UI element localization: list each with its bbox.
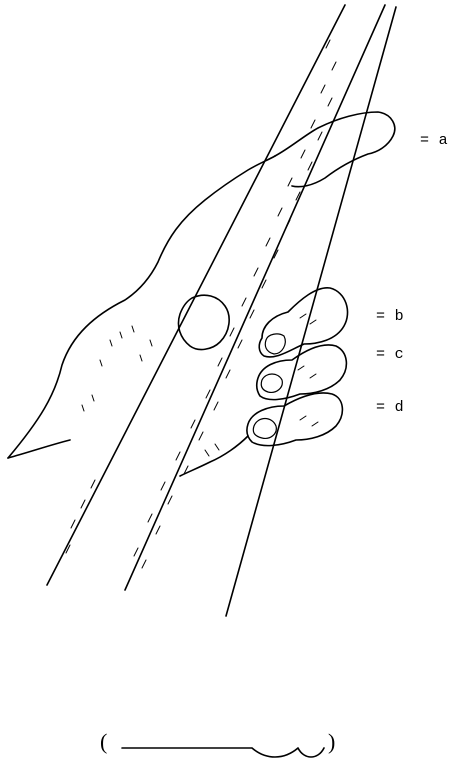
rod-right-edge [125, 5, 385, 590]
hand-outline [8, 156, 275, 458]
fingernail-d [253, 419, 276, 439]
bottom-notation: ( ) [0, 730, 462, 760]
finger-a [275, 112, 395, 187]
label-a: = a [420, 133, 448, 149]
label-d: = d [376, 400, 404, 416]
fingernail-c [261, 374, 282, 392]
close-parenthesis: ) [328, 730, 335, 754]
label-b: = b [376, 309, 404, 325]
open-parenthesis: ( [100, 730, 107, 754]
string-line [226, 7, 396, 616]
hand-lower-contour [8, 436, 248, 476]
label-c: = c [376, 347, 404, 363]
finger-b [259, 288, 347, 357]
rod-left-edge [47, 5, 345, 585]
fingernail-b [265, 334, 285, 354]
